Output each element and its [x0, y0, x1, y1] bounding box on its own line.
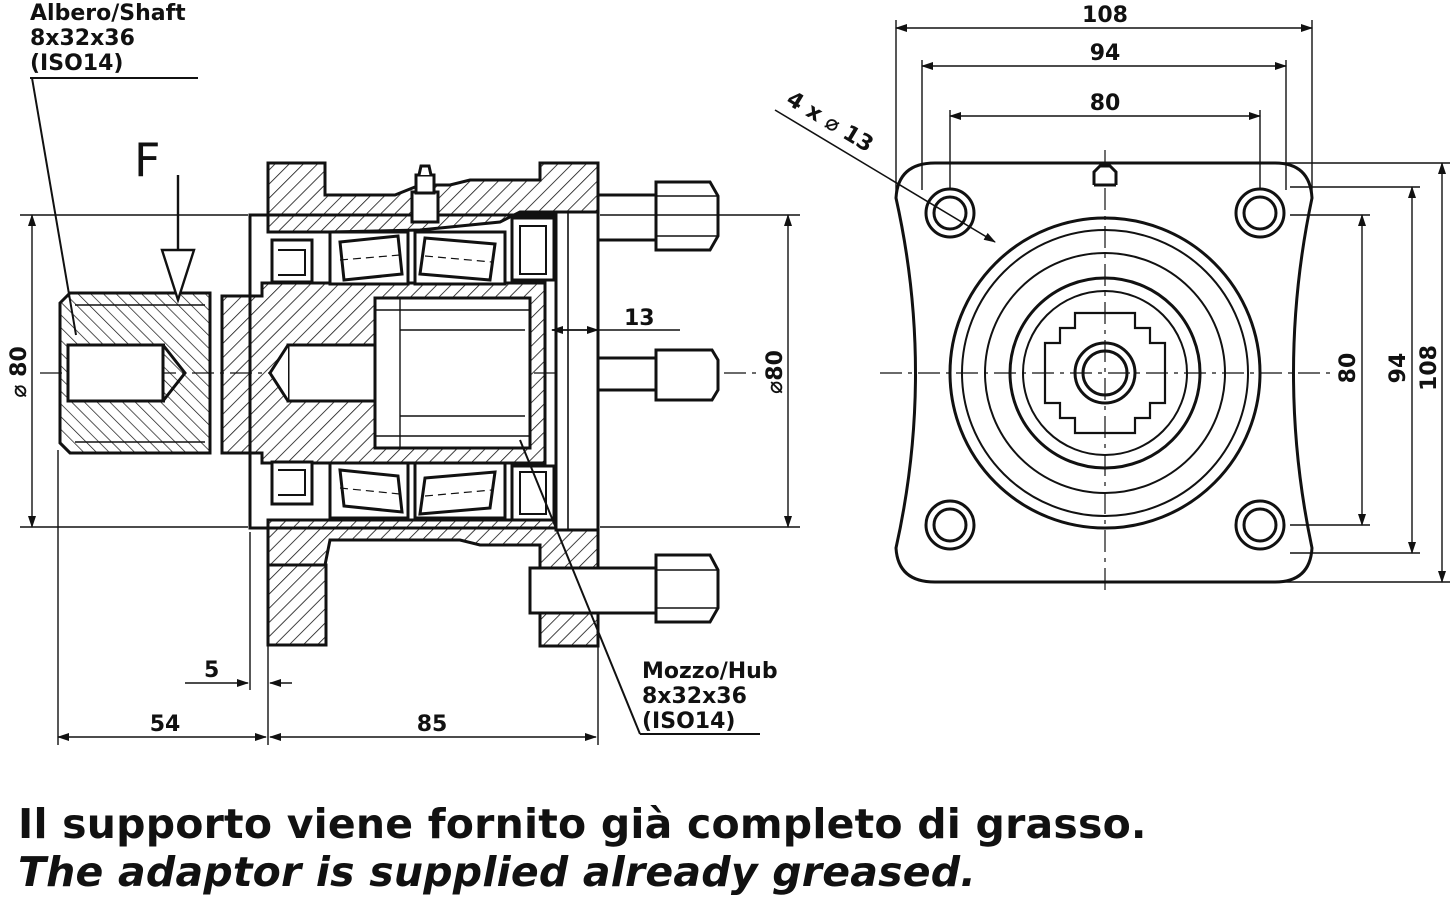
dim-right-80: 80 [1336, 353, 1361, 384]
bolt-hole-bl [924, 499, 976, 551]
shaft-callout: Albero/Shaft 8x32x36 (ISO14) [30, 1, 186, 76]
note-italian: Il supporto viene fornito già completo d… [18, 800, 1147, 848]
flange-stub-left [266, 563, 328, 647]
side-section-view [40, 161, 760, 648]
bearing-upper-right [413, 230, 507, 286]
side-view-dimensions [20, 77, 800, 745]
dim-front-108: 108 [1082, 3, 1128, 28]
front-view-dimensions [774, 20, 1450, 583]
dim-front-94: 94 [1090, 41, 1121, 66]
bolt-lower [528, 553, 720, 624]
outer-ring [948, 216, 1262, 530]
dim-54: 54 [150, 712, 181, 737]
svg-text:8x32x36: 8x32x36 [642, 684, 747, 709]
bearing-upper-left [328, 230, 410, 286]
dim-left-diameter: ⌀ 80 [7, 346, 32, 398]
dim-13: 13 [624, 306, 655, 331]
bolt-hole-br [1234, 499, 1286, 551]
bearing-lower-left [328, 461, 410, 520]
flange-outline [894, 161, 1314, 584]
cover-plate [554, 210, 600, 532]
note-english: The adaptor is supplied already greased. [18, 848, 977, 896]
dim-right-diameter: ⌀80 [763, 350, 788, 394]
hub-bore [373, 296, 532, 450]
svg-text:(ISO14): (ISO14) [642, 709, 735, 734]
svg-text:(ISO14): (ISO14) [30, 51, 123, 76]
dim-front-80: 80 [1090, 91, 1121, 116]
seal-upper-right [510, 216, 556, 282]
technical-drawing: Albero/Shaft 8x32x36 (ISO14) Mozzo/Hub 8… [7, 1, 1450, 745]
grease-nipple-front [1092, 164, 1118, 185]
svg-text:Mozzo/Hub: Mozzo/Hub [642, 659, 778, 684]
bolt-upper [596, 180, 720, 252]
dim-right-108: 108 [1417, 345, 1442, 391]
dim-right-94: 94 [1386, 353, 1411, 384]
grease-nipple-side [410, 164, 440, 224]
svg-text:Albero/Shaft: Albero/Shaft [30, 1, 186, 26]
bearing-lower-right [413, 461, 507, 520]
hub-callout: Mozzo/Hub 8x32x36 (ISO14) [642, 659, 778, 734]
spline-profile [1043, 311, 1167, 435]
svg-text:8x32x36: 8x32x36 [30, 26, 135, 51]
bolt-middle [596, 348, 720, 402]
dim-5: 5 [204, 658, 219, 683]
front-view [880, 150, 1330, 590]
dim-85: 85 [417, 712, 448, 737]
force-label: F [134, 133, 160, 187]
